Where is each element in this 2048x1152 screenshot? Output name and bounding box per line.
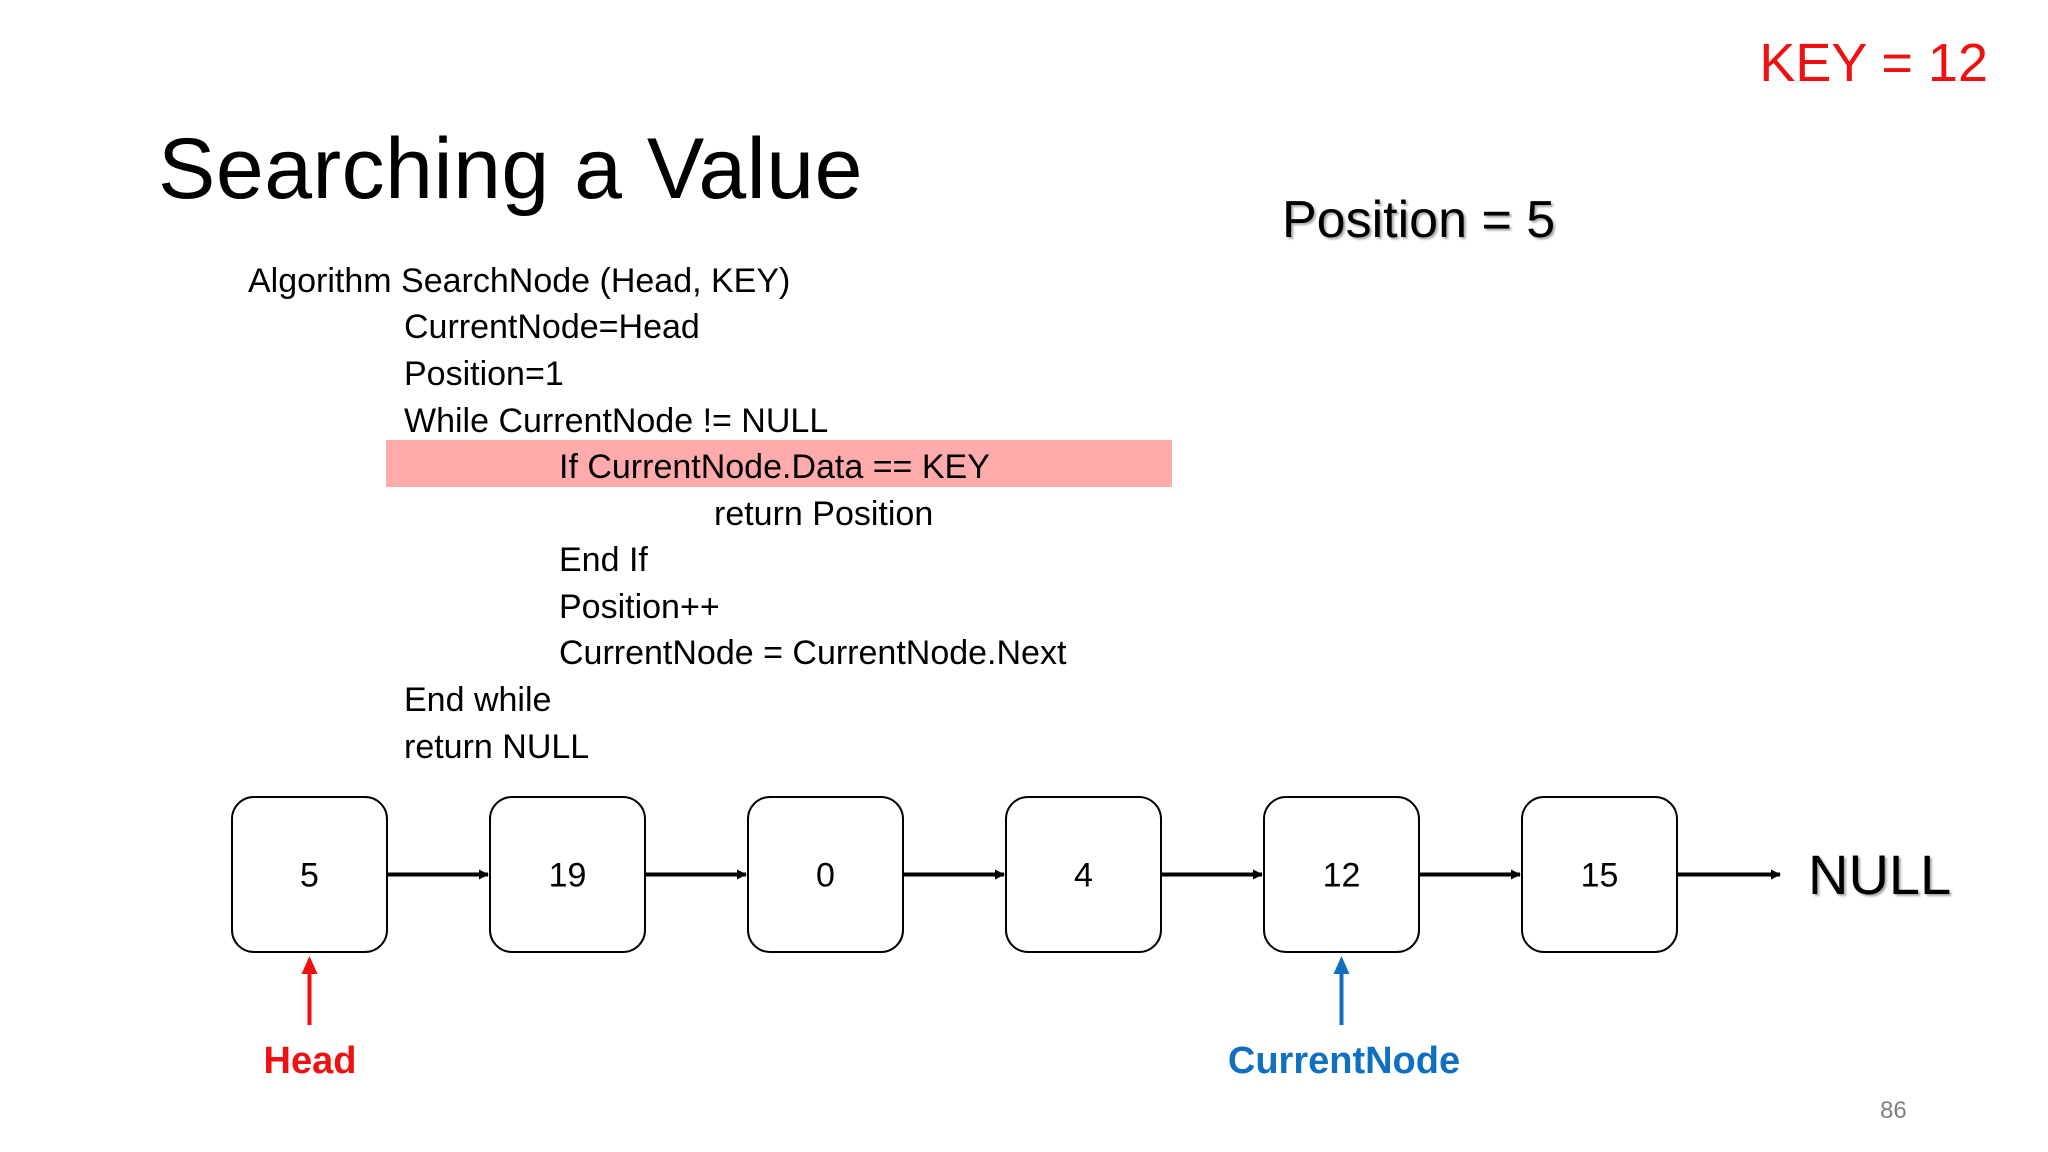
- highlighted-line-background: [386, 440, 1172, 487]
- algorithm-line: End If: [559, 541, 648, 579]
- algorithm-line: return NULL: [404, 728, 590, 766]
- algorithm-line: Position=1: [404, 355, 564, 393]
- algorithm-line: While CurrentNode != NULL: [404, 402, 829, 440]
- algorithm-line-highlighted: If CurrentNode.Data == KEY: [559, 448, 990, 486]
- algorithm-line: Algorithm SearchNode (Head, KEY): [248, 262, 791, 300]
- list-node-value: 4: [1074, 857, 1093, 895]
- list-node-value: 5: [300, 857, 319, 895]
- current-node-pointer-arrow-head: [1333, 956, 1350, 974]
- algorithm-line: End while: [404, 681, 552, 719]
- algorithm-line: Position++: [559, 588, 720, 626]
- head-pointer-arrow-head: [301, 956, 318, 974]
- algorithm-line: CurrentNode = CurrentNode.Next: [559, 634, 1067, 672]
- position-label: Position = 5: [1282, 191, 1556, 249]
- list-node-value: 12: [1323, 857, 1361, 895]
- list-node-value: 0: [816, 857, 835, 895]
- key-label: KEY = 12: [1759, 33, 1988, 93]
- algorithm-line: return Position: [714, 495, 934, 533]
- null-terminator-label: NULL: [1808, 843, 1952, 906]
- list-node-value: 15: [1581, 857, 1619, 895]
- list-node-value: 19: [549, 857, 587, 895]
- slide-title: Searching a Value: [158, 121, 863, 217]
- head-pointer-label: Head: [263, 1040, 357, 1082]
- current-node-pointer-label: CurrentNode: [1227, 1040, 1461, 1082]
- page-number: 86: [1880, 1097, 1907, 1124]
- algorithm-line: CurrentNode=Head: [404, 308, 700, 346]
